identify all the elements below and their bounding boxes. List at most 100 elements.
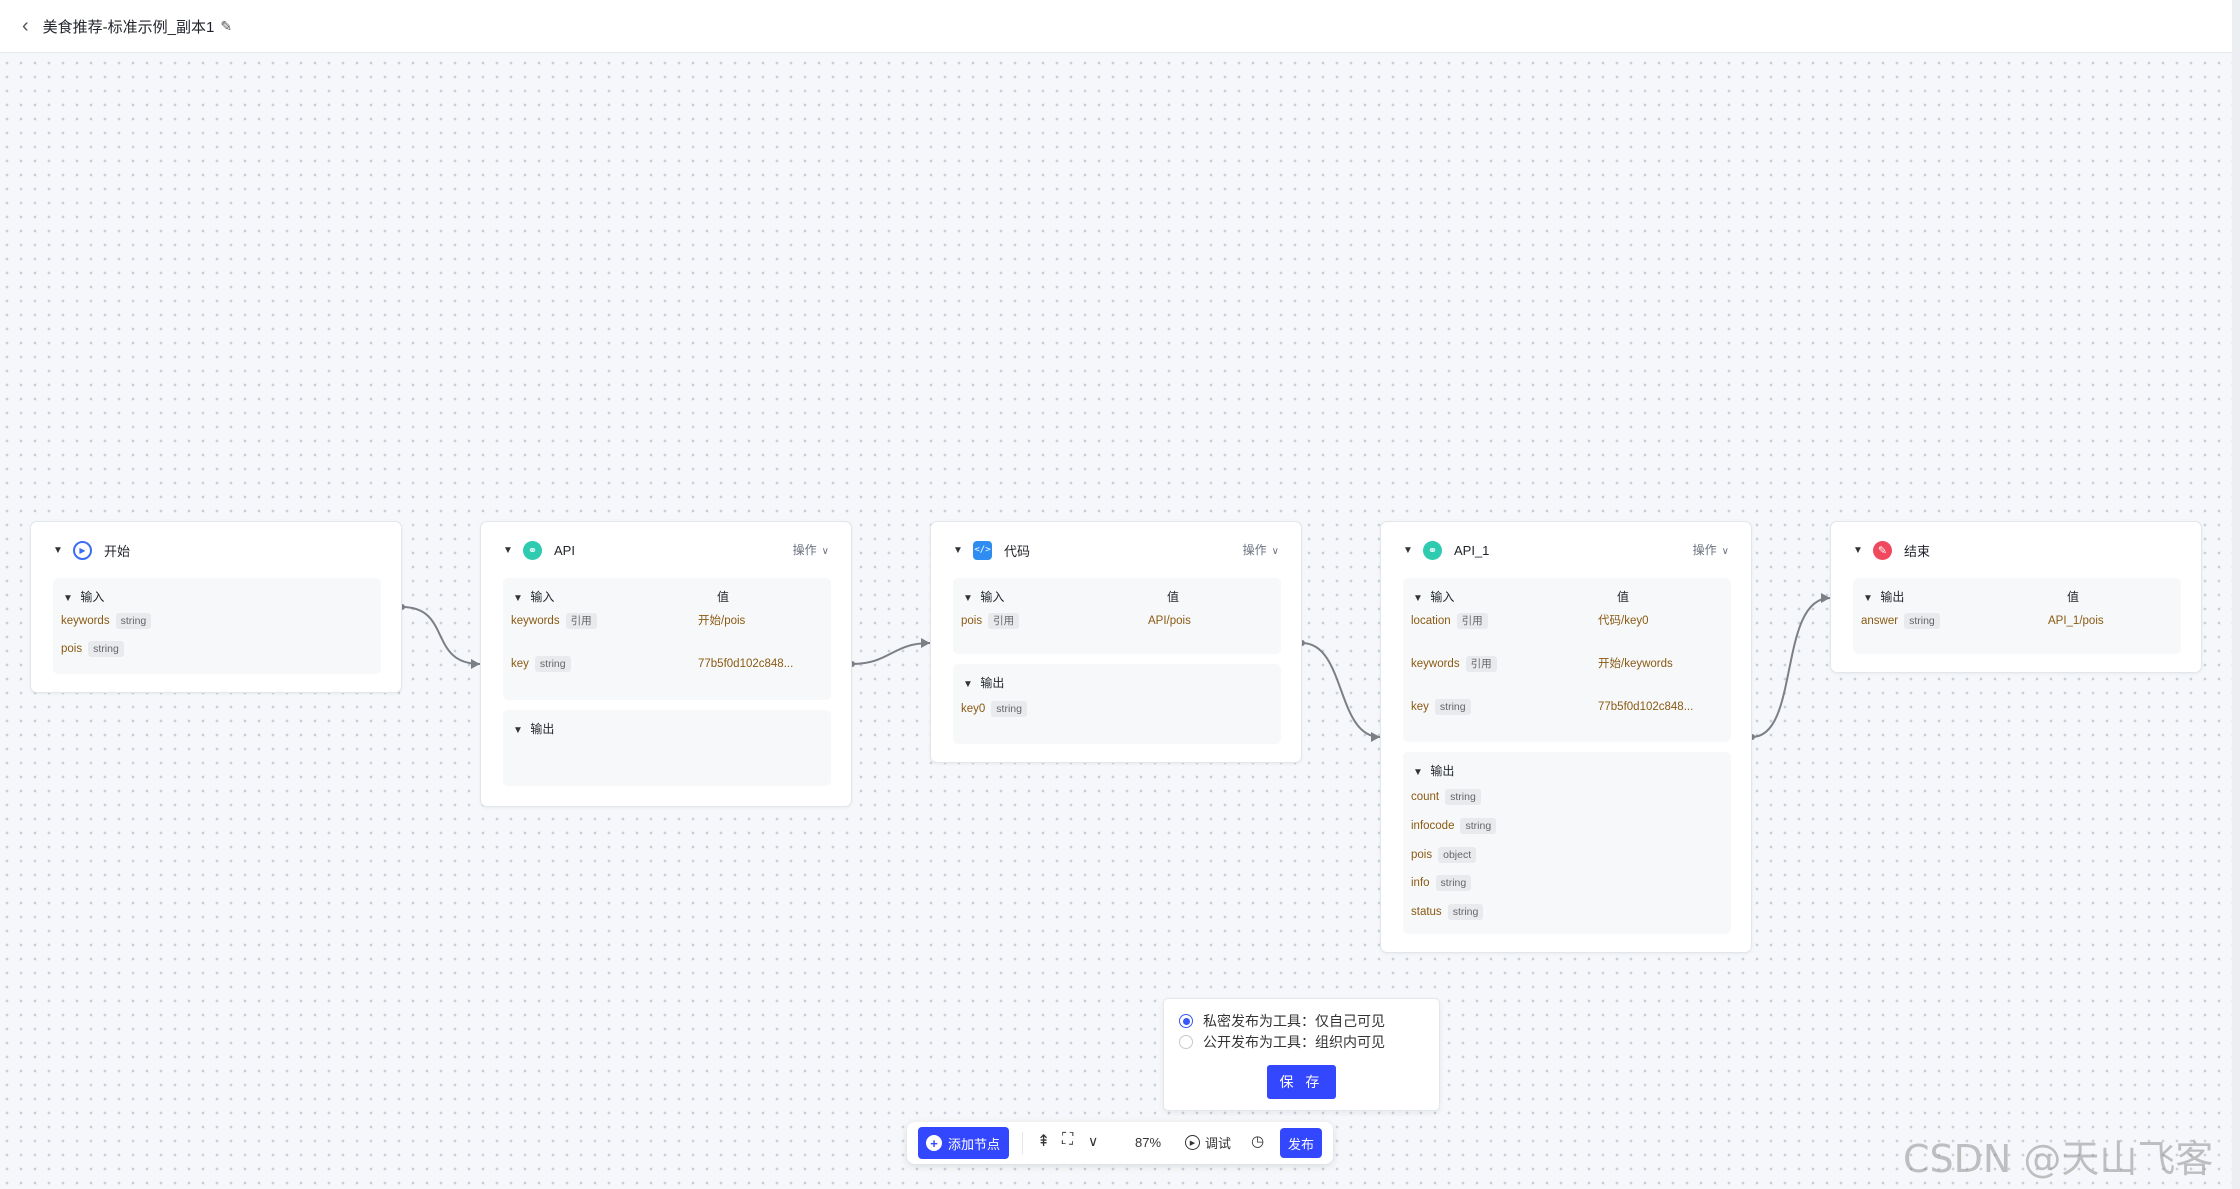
collapse-caret-icon[interactable]: ▼ <box>963 593 973 604</box>
output-section-header[interactable]: ▼ 输出 <box>1863 588 1904 605</box>
output-section-header[interactable]: ▼ 输出 <box>513 720 554 737</box>
node-start[interactable]: ▼ ▶ 开始 ▼ 输入 keywords string pois string <box>30 521 402 693</box>
operations-dropdown[interactable]: 操作∨ <box>793 541 829 558</box>
collapse-caret-icon[interactable]: ▼ <box>53 544 63 556</box>
auto-layout-icon[interactable]: ⇞ <box>1037 1133 1051 1150</box>
type-tag: string <box>991 700 1027 718</box>
param-name: infocode <box>1411 820 1455 832</box>
param-row: keywords string <box>61 611 152 631</box>
collapse-caret-icon[interactable]: ▼ <box>1403 544 1413 556</box>
radio-public-label: 公开发布为工具：组织内可见 <box>1203 1034 1385 1050</box>
node-start-header[interactable]: ▼ ▶ 开始 <box>31 522 401 578</box>
node-api-header[interactable]: ▼ ⚭ API 操作∨ <box>481 522 851 578</box>
operations-dropdown[interactable]: 操作∨ <box>1243 541 1279 558</box>
value-header: 值 <box>2067 590 2080 604</box>
param-value: 开始/pois <box>698 615 746 627</box>
node-title: API <box>554 542 575 558</box>
type-tag: 引用 <box>988 612 1020 630</box>
operations-dropdown[interactable]: 操作∨ <box>1693 541 1729 558</box>
type-tag: string <box>1447 903 1484 921</box>
debug-button[interactable]: ▶ 调试 <box>1185 1133 1231 1152</box>
output-section: ▼ 输出 <box>503 710 831 786</box>
edge-arrow-api1-in <box>1371 732 1380 742</box>
node-code[interactable]: ▼ </> 代码 操作∨ ▼ 输入 值 pois 引用 API/pois ▼ 输… <box>930 521 1302 763</box>
collapse-caret-icon[interactable]: ▼ <box>503 544 513 556</box>
output-section: ▼ 输出 key0 string <box>953 664 1281 744</box>
play-circle-icon: ▶ <box>73 540 92 560</box>
collapse-caret-icon[interactable]: ▼ <box>513 593 523 604</box>
play-circle-icon: ▶ <box>1185 1135 1200 1150</box>
collapse-caret-icon[interactable]: ▼ <box>1863 593 1873 604</box>
operations-label: 操作 <box>1242 543 1267 557</box>
output-section-header[interactable]: ▼ 输出 <box>1413 762 1454 779</box>
node-api-1[interactable]: ▼ ⚭ API_1 操作∨ ▼ 输入 值 location 引用 代码/key0… <box>1380 521 1752 953</box>
edit-pencil-icon[interactable]: ✎ <box>220 17 233 34</box>
collapse-caret-icon[interactable]: ▼ <box>1413 593 1423 604</box>
param-name: keywords <box>61 615 110 627</box>
collapse-caret-icon[interactable]: ▼ <box>953 544 963 556</box>
param-name: key <box>1411 701 1429 713</box>
node-end[interactable]: ▼ ✎ 结束 ▼ 输出 值 answer string API_1/pois <box>1830 521 2202 673</box>
param-value: API/pois <box>1148 615 1191 627</box>
api-link-icon: ⚭ <box>1423 540 1442 560</box>
param-name: keywords <box>1411 658 1460 670</box>
toolbar-divider <box>1022 1132 1023 1154</box>
collapse-caret-icon[interactable]: ▼ <box>513 725 523 736</box>
bottom-toolbar: + 添加节点 ⇞ ⛶ ∨ 87% ▶ 调试 ◷ 发布 <box>907 1122 1333 1164</box>
radio-private-label: 私密发布为工具：仅自己可见 <box>1203 1013 1385 1029</box>
collapse-caret-icon[interactable]: ▼ <box>1413 767 1423 778</box>
param-value: API_1/pois <box>2048 615 2104 627</box>
chevron-down-icon: ∨ <box>821 546 829 557</box>
history-clock-icon[interactable]: ◷ <box>1251 1133 1265 1150</box>
input-section: ▼ 输入 值 pois 引用 API/pois <box>953 578 1281 654</box>
collapse-caret-icon[interactable]: ▼ <box>1853 544 1863 556</box>
collapse-caret-icon[interactable]: ▼ <box>963 679 973 690</box>
param-name: status <box>1411 906 1442 918</box>
param-name: info <box>1411 877 1430 889</box>
radio-unselected-icon[interactable] <box>1179 1035 1193 1049</box>
input-section-header[interactable]: ▼ 输入 <box>63 588 104 605</box>
type-tag: string <box>115 612 152 630</box>
watermark: CSDN @天山飞客 <box>1903 1137 2214 1181</box>
top-bar: ‹ 美食推荐-标准示例_副本1 ✎ <box>0 0 2232 53</box>
param-row: pois 引用 <box>961 611 1020 631</box>
input-section-header[interactable]: ▼ 输入 <box>1413 588 1454 605</box>
api-link-icon: ⚭ <box>523 540 542 560</box>
radio-public-option[interactable]: 公开发布为工具：组织内可见 <box>1179 1032 1385 1052</box>
publish-button[interactable]: 发布 <box>1280 1128 1322 1158</box>
type-tag: string <box>534 655 571 673</box>
node-code-header[interactable]: ▼ </> 代码 操作∨ <box>931 522 1301 578</box>
input-section: ▼ 输入 keywords string pois string <box>53 578 381 674</box>
node-title: 结束 <box>1904 543 1931 559</box>
vertical-scrollbar[interactable] <box>2232 0 2240 1189</box>
output-row: count string <box>1411 787 1481 807</box>
output-label: 输出 <box>1880 590 1905 604</box>
add-node-button[interactable]: + 添加节点 <box>918 1127 1009 1159</box>
node-end-header[interactable]: ▼ ✎ 结束 <box>1831 522 2201 578</box>
collapse-caret-icon[interactable]: ▼ <box>63 593 73 604</box>
fit-view-icon[interactable]: ⛶ <box>1062 1131 1074 1148</box>
input-section-header[interactable]: ▼ 输入 <box>513 588 554 605</box>
param-value: 代码/key0 <box>1598 615 1649 627</box>
type-tag: object <box>1438 846 1477 864</box>
input-label: 输入 <box>530 590 555 604</box>
node-api[interactable]: ▼ ⚭ API 操作∨ ▼ 输入 值 keywords 引用 开始/pois k… <box>480 521 852 807</box>
zoom-chevron-down-icon[interactable]: ∨ <box>1088 1133 1099 1149</box>
type-tag: string <box>1434 698 1471 716</box>
param-row: keywords 引用 <box>1411 654 1497 674</box>
output-row: key0 string <box>961 699 1027 719</box>
input-section-header[interactable]: ▼ 输入 <box>963 588 1004 605</box>
back-arrow-icon[interactable]: ‹ <box>22 15 29 37</box>
type-tag: string <box>1460 817 1497 835</box>
zoom-level[interactable]: 87% <box>1135 1135 1162 1150</box>
radio-private-option[interactable]: 私密发布为工具：仅自己可见 <box>1179 1011 1385 1031</box>
add-node-label: 添加节点 <box>948 1136 1001 1152</box>
node-api-1-header[interactable]: ▼ ⚭ API_1 操作∨ <box>1381 522 1751 578</box>
operations-label: 操作 <box>1692 543 1717 557</box>
radio-selected-icon[interactable] <box>1179 1014 1193 1028</box>
output-section-header[interactable]: ▼ 输出 <box>963 674 1004 691</box>
type-tag: string <box>1904 612 1940 630</box>
plus-circle-icon: + <box>926 1135 942 1151</box>
end-flag-icon: ✎ <box>1873 540 1892 560</box>
save-button[interactable]: 保 存 <box>1267 1065 1336 1099</box>
